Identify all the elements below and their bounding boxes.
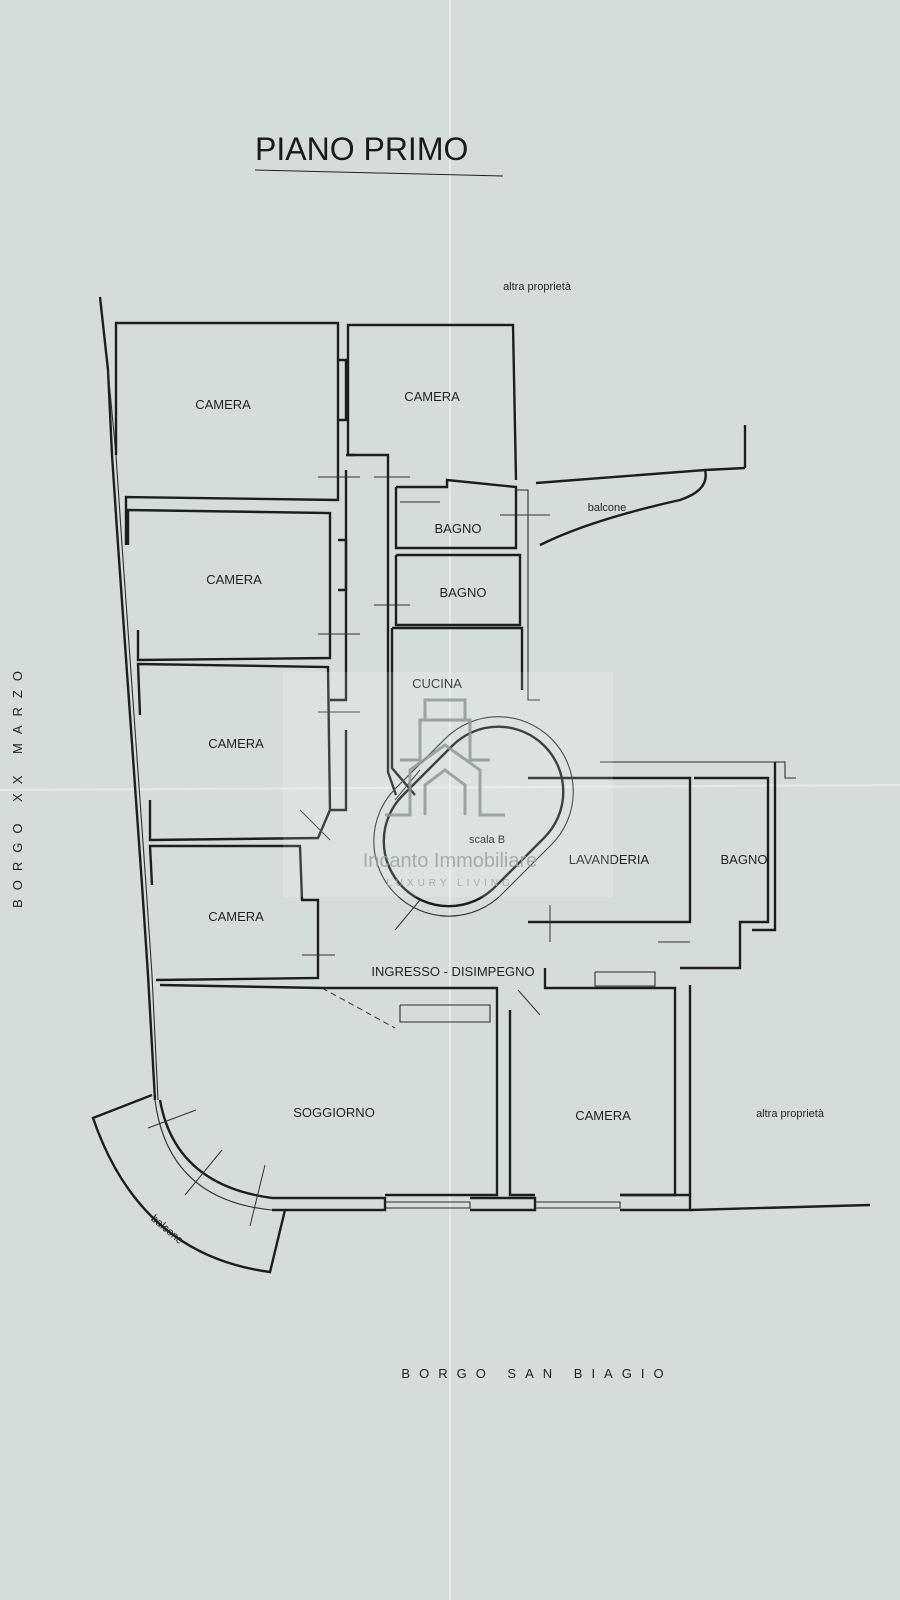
- room-camera: CAMERA: [195, 397, 251, 412]
- room-camera: CAMERA: [206, 572, 262, 587]
- room-lavanderia: LAVANDERIA: [569, 852, 650, 867]
- plan-title: PIANO PRIMO: [255, 131, 468, 167]
- door-marks: [147, 476, 690, 1227]
- neighbor-label: altra proprietà: [503, 281, 572, 293]
- room-camera: CAMERA: [575, 1108, 631, 1123]
- room-ingresso: INGRESSO - DISIMPEGNO: [371, 964, 534, 979]
- room-camera: CAMERA: [208, 736, 264, 751]
- balcony-label: balcone: [148, 1213, 185, 1247]
- room-bagno: BAGNO: [721, 852, 768, 867]
- fold-line: [0, 784, 900, 791]
- room-camera: CAMERA: [208, 909, 264, 924]
- wall-segment: [704, 466, 746, 472]
- street-bottom: BORGO SAN BIAGIO: [401, 1366, 672, 1381]
- watermark-logo-icon: [385, 698, 505, 817]
- watermark-tagline: LUXURY LIVING: [386, 878, 514, 889]
- street-left: BORGO XX MARZO: [10, 662, 25, 908]
- watermark: Incanto Immobiliare LUXURY LIVING: [283, 672, 613, 897]
- title-underline: [254, 169, 504, 177]
- stair-label: scala B: [469, 834, 505, 846]
- watermark-brand: Incanto Immobiliare: [363, 850, 538, 872]
- room-soggiorno: SOGGIORNO: [293, 1105, 375, 1120]
- balcony-top: [535, 468, 707, 547]
- room-camera: CAMERA: [404, 389, 460, 404]
- room-bagno: BAGNO: [435, 521, 482, 536]
- neighbor-label: altra proprietà: [756, 1108, 825, 1120]
- outer-wall-left: [98, 296, 159, 1101]
- balcony-bottom: [91, 1093, 287, 1274]
- balcony-label: balcone: [588, 502, 627, 514]
- room-bagno: BAGNO: [440, 585, 487, 600]
- room-cucina: CUCINA: [412, 676, 462, 691]
